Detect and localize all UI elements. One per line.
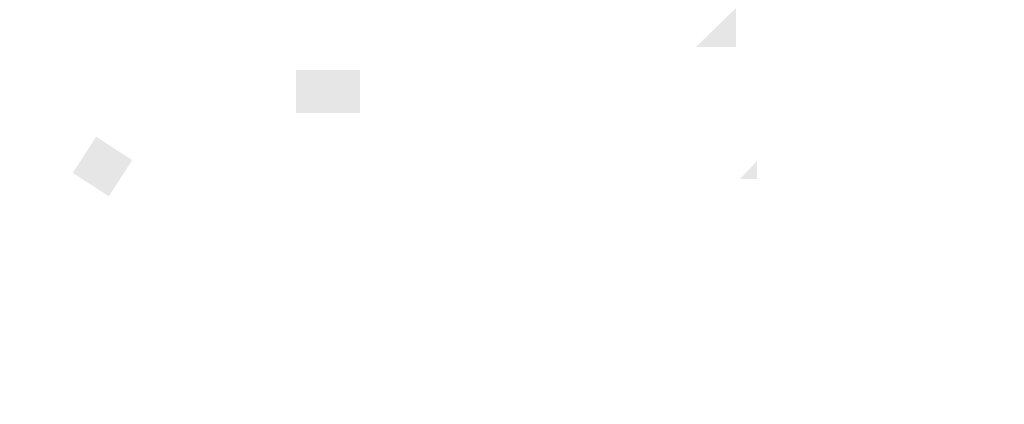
- triangle-large-shape: [696, 8, 736, 47]
- triangle-small-polygon: [740, 161, 757, 179]
- rectangle-shape: [296, 70, 360, 113]
- diamond-shape: [72, 136, 133, 197]
- triangle-small-shape: [740, 161, 757, 179]
- triangle-large-polygon: [696, 8, 736, 47]
